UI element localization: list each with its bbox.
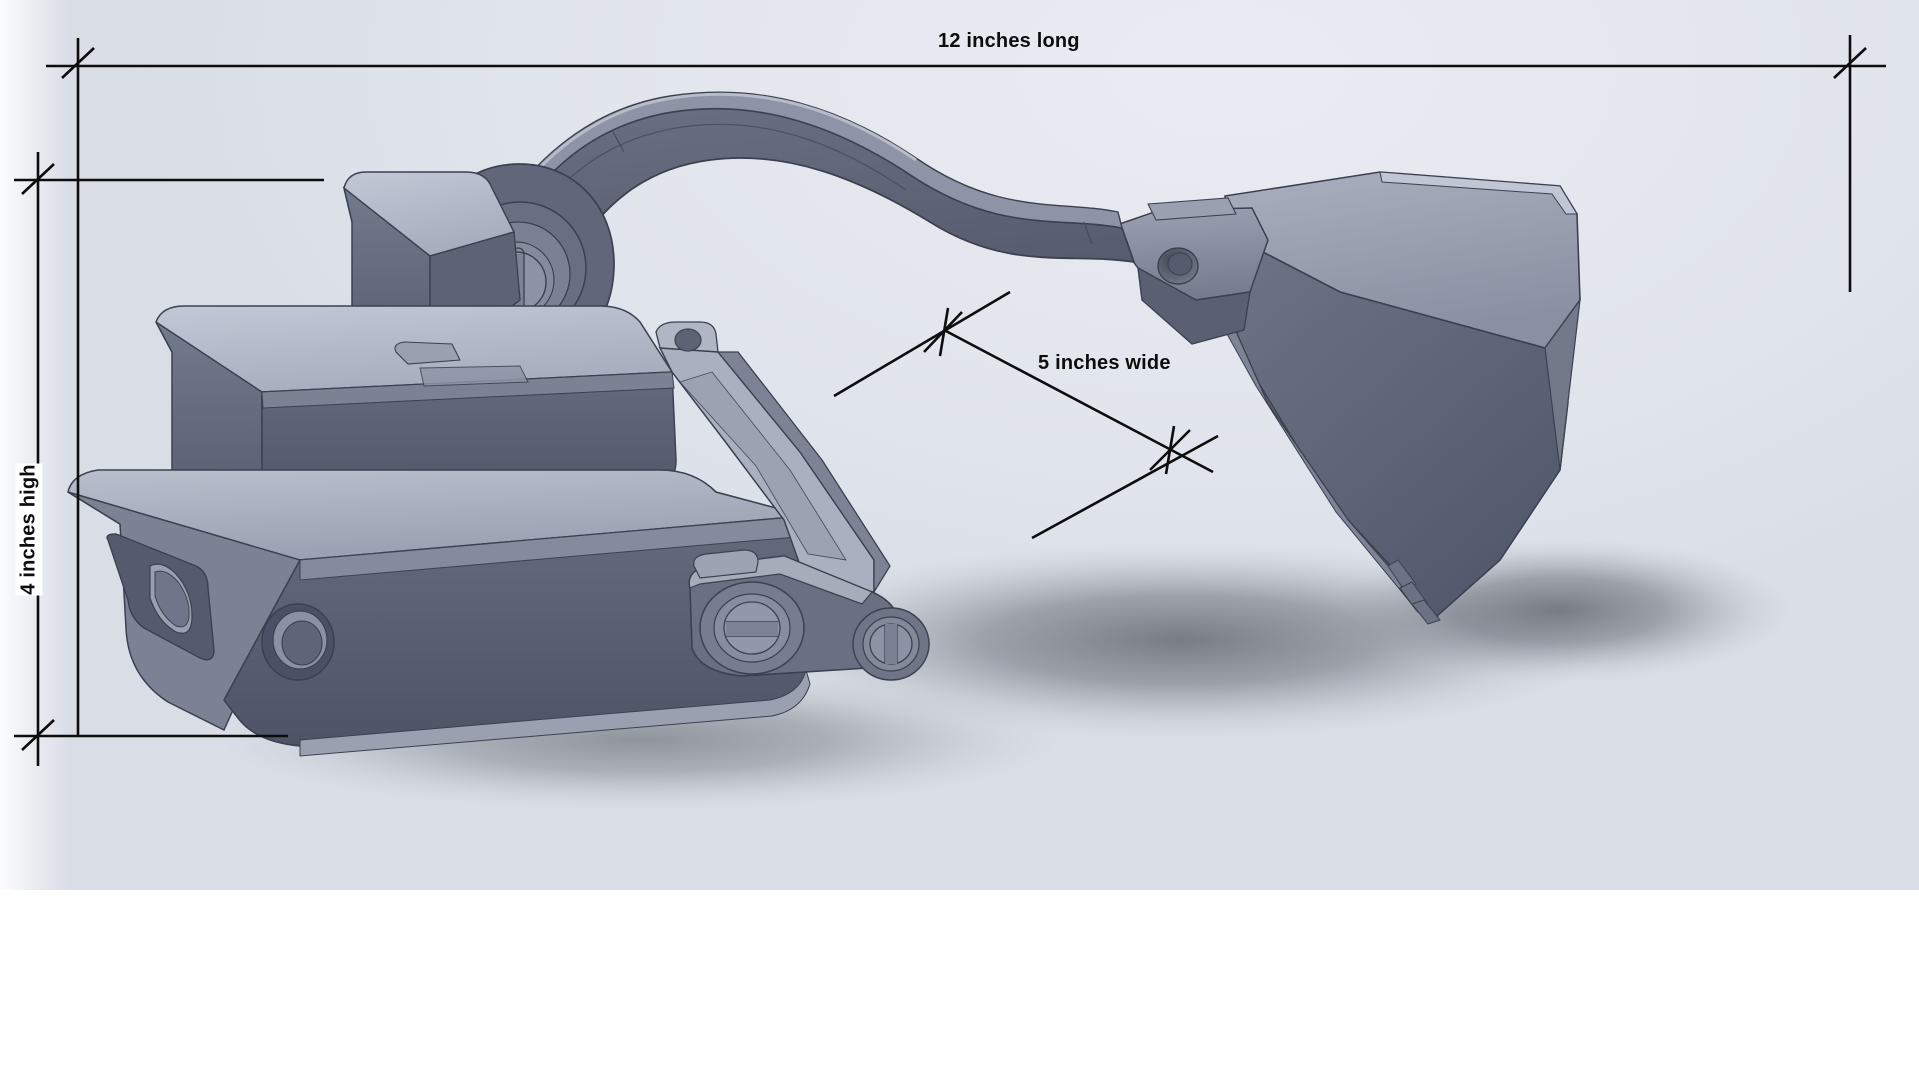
base-chassis <box>67 469 813 757</box>
bucket-teeth <box>1387 559 1441 625</box>
dimension-label-height: 4 inches high <box>15 463 43 596</box>
dipper-stick <box>1106 197 1269 345</box>
linkage-screw-left <box>723 601 781 655</box>
dimension-label-length: 12 inches long <box>938 30 1080 52</box>
page-bottom-margin <box>0 890 1919 1080</box>
linkage-screw-right <box>869 623 913 665</box>
dimension-label-width: 5 inches wide <box>1038 352 1171 374</box>
lower-linkage <box>688 549 930 681</box>
deck-slot-detail <box>394 341 529 387</box>
